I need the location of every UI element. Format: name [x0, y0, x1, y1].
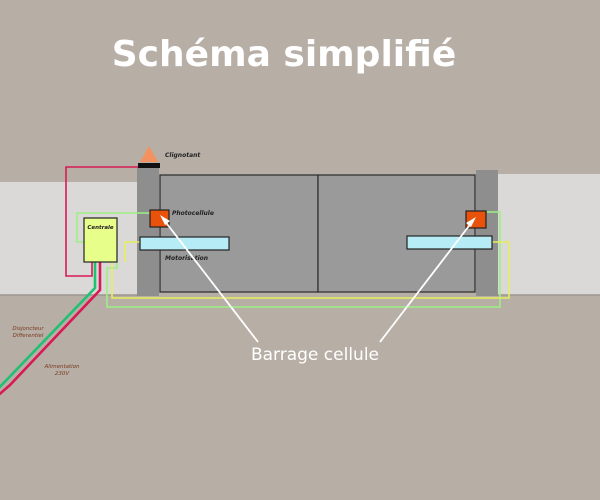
motor-label: Motorisation	[165, 255, 208, 262]
flasher-light	[140, 146, 158, 162]
photocell-label: Photocellule	[172, 210, 214, 217]
cell-wire-left	[76, 212, 150, 243]
page-title: Schéma simplifié	[112, 34, 456, 75]
left-callout-arrow	[163, 219, 259, 343]
left-photocell	[149, 209, 170, 228]
supply-cable-red	[0, 262, 102, 396]
right-wall	[497, 174, 600, 295]
left-gate-leaf	[159, 174, 319, 293]
supply-cable-green	[0, 262, 97, 389]
supply-label-line2: 230V	[55, 371, 70, 377]
left-pillar	[137, 168, 159, 296]
right-arrowhead	[466, 217, 476, 227]
right-gate-leaf	[317, 174, 476, 293]
breaker-label-line1: Disjoncteur	[12, 326, 44, 332]
right-callout-arrow	[379, 221, 473, 343]
right-pillar	[476, 170, 498, 296]
control-unit-label: Centrale	[87, 225, 114, 231]
flasher-base	[138, 163, 160, 168]
supply-label-line1: Alimentation	[43, 364, 80, 370]
flasher-wire	[65, 166, 138, 277]
left-motor	[139, 236, 230, 251]
breaker-label-line2: Differentiel	[13, 333, 44, 339]
left-arrowhead	[160, 215, 170, 225]
right-motor	[406, 235, 493, 250]
motor-wire-left	[124, 241, 140, 262]
control-unit	[83, 217, 118, 263]
callout-label: Barrage cellule	[251, 345, 379, 365]
cell-wire-loop	[106, 211, 501, 308]
motor-wire-loop	[111, 241, 510, 299]
flasher-label: Clignotant	[165, 152, 201, 159]
